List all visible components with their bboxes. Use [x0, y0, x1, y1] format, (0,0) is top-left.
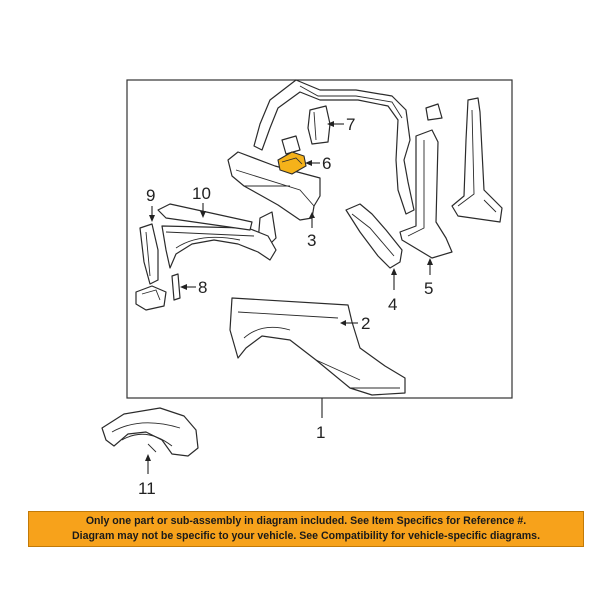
callout-2[interactable]: 2 — [361, 314, 370, 333]
callout-9[interactable]: 9 — [146, 186, 155, 205]
part-2-callout-group: 2 — [340, 314, 370, 333]
roof-rail-arch[interactable] — [253, 79, 415, 215]
callout-10[interactable]: 10 — [192, 184, 211, 203]
callout-1[interactable]: 1 — [316, 423, 325, 442]
part-9-strip[interactable] — [139, 223, 159, 285]
part-6-highlighted-bracket[interactable] — [277, 151, 307, 175]
part-4-pillar-reinforcement[interactable] — [345, 203, 403, 269]
part-5-pillar[interactable] — [399, 103, 453, 259]
part-8-callout-group: 8 — [180, 278, 207, 297]
callout-7[interactable]: 7 — [346, 115, 355, 134]
callout-6[interactable]: 6 — [322, 154, 331, 173]
part-10-wheelhouse-arch[interactable] — [157, 203, 277, 269]
assembly-frame — [126, 79, 513, 399]
part-7-callout-group: 7 — [327, 115, 355, 134]
part-11-wheelhouse-liner[interactable] — [101, 407, 199, 457]
part-5-callout-group: 5 — [424, 258, 433, 298]
part-7-bracket[interactable] — [307, 105, 331, 145]
part-3-callout-group: 3 — [307, 212, 316, 250]
part-4-callout-group: 4 — [388, 268, 397, 314]
callout-3[interactable]: 3 — [307, 231, 316, 250]
disclaimer-banner: Only one part or sub-assembly in diagram… — [28, 511, 584, 547]
callout-11[interactable]: 11 — [138, 479, 156, 498]
part-2-quarter-panel[interactable] — [229, 297, 406, 396]
part-1-callout-group: 1 — [316, 398, 325, 442]
disclaimer-line-2: Diagram may not be specific to your vehi… — [71, 530, 541, 542]
rear-pillar-assembly[interactable] — [451, 97, 503, 223]
part-10-callout-group: 10 — [192, 184, 211, 218]
small-plate[interactable] — [281, 135, 301, 155]
disclaimer-line-1: Only one part or sub-assembly in diagram… — [85, 515, 527, 527]
callout-4[interactable]: 4 — [388, 295, 397, 314]
part-8-rail[interactable] — [171, 273, 181, 301]
callout-8[interactable]: 8 — [198, 278, 207, 297]
part-9-callout-group: 9 — [146, 186, 155, 222]
callout-5[interactable]: 5 — [424, 279, 433, 298]
part-11-callout-group: 11 — [138, 454, 156, 498]
small-block[interactable] — [135, 285, 167, 311]
part-6-callout-group: 6 — [305, 154, 331, 173]
